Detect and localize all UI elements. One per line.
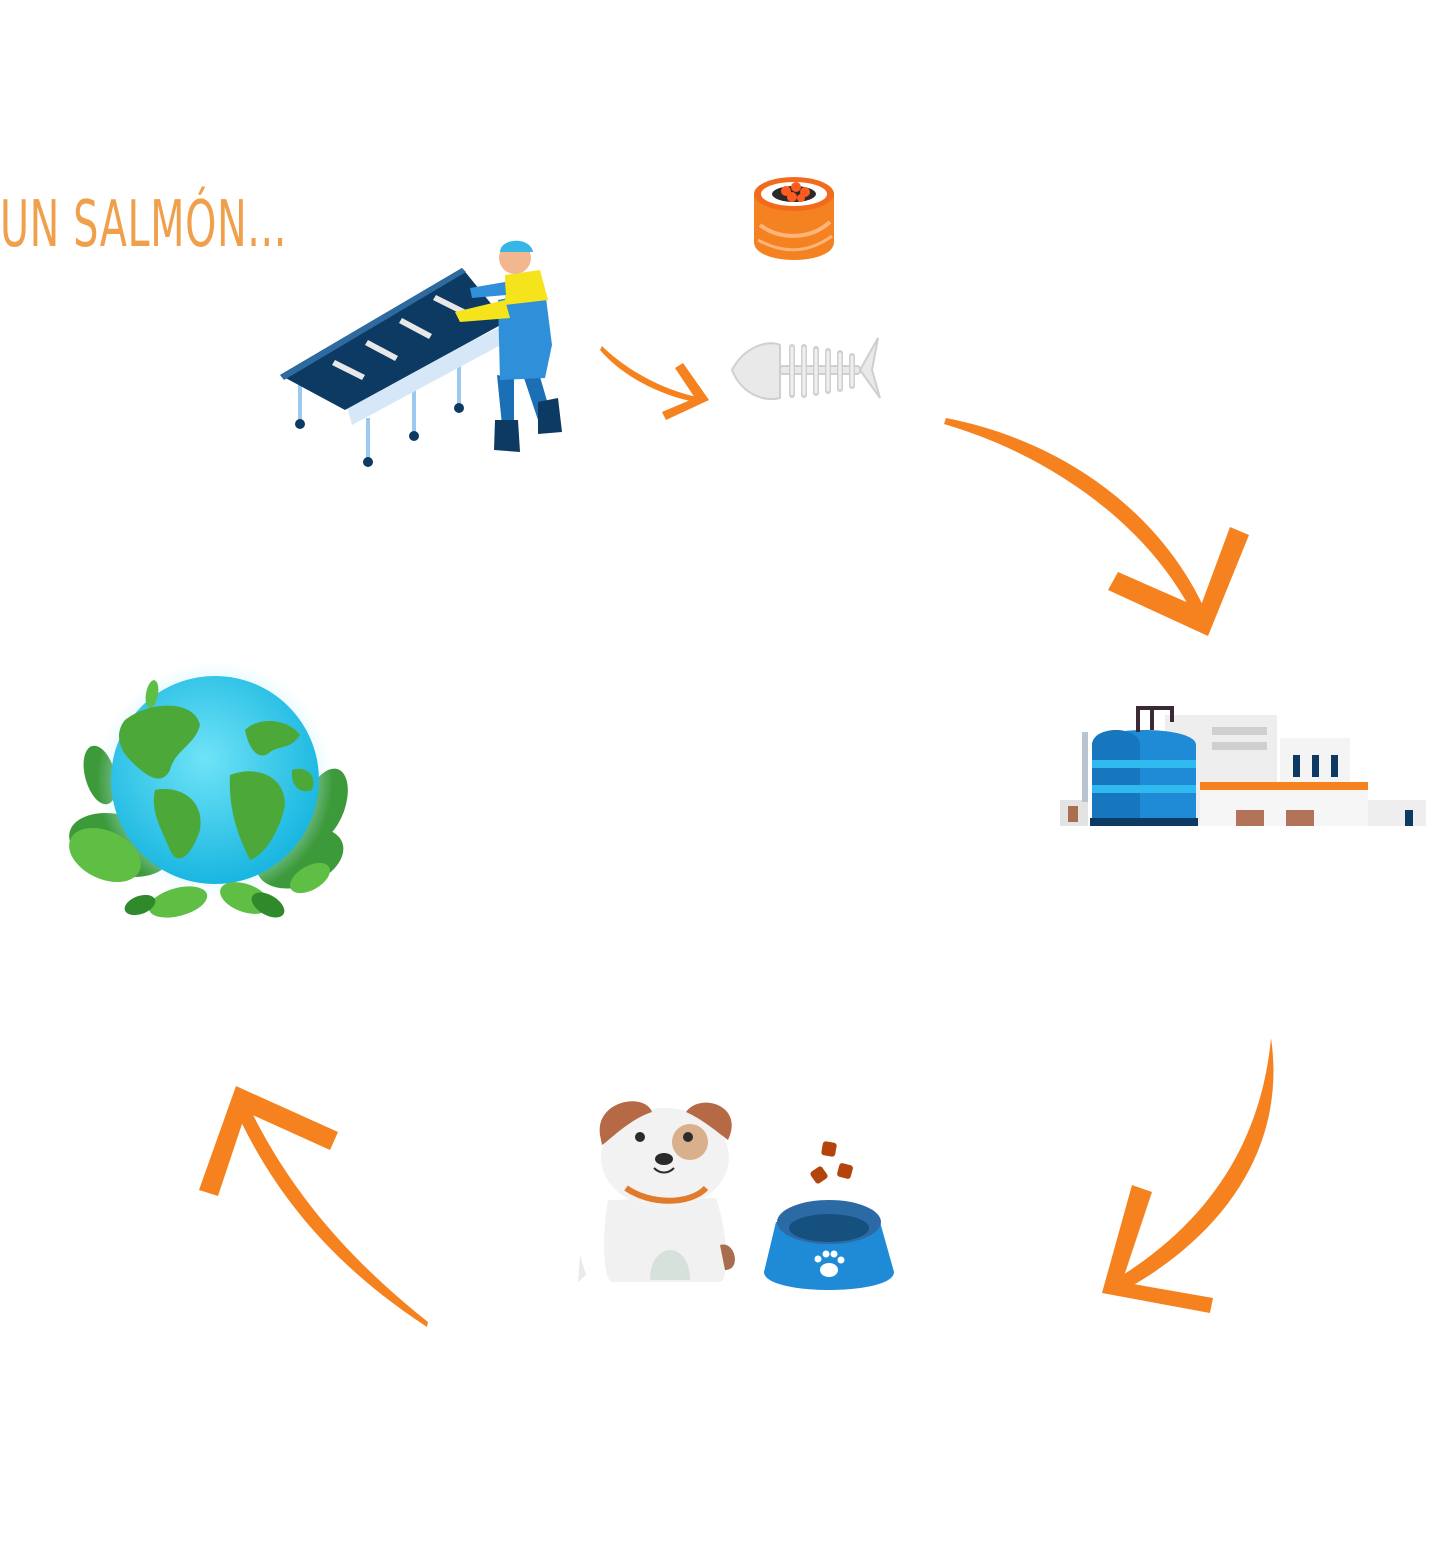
- pet-food-bowl-icon: [764, 1141, 894, 1290]
- arrow-right-bottom: [1102, 1038, 1274, 1313]
- sushi-roll-icon: [754, 177, 834, 260]
- conveyor-worker-icon: [280, 240, 562, 467]
- earth-globe-icon: [69, 662, 348, 918]
- factory-icon: [1060, 706, 1426, 826]
- arrow-bottom-left: [199, 1086, 428, 1327]
- arrow-top-right: [944, 418, 1249, 636]
- page-title: UN SALMÓN...: [0, 188, 287, 262]
- fish-bone-icon: [730, 337, 881, 400]
- arrow-small: [600, 346, 709, 420]
- dog-icon: [578, 1101, 735, 1282]
